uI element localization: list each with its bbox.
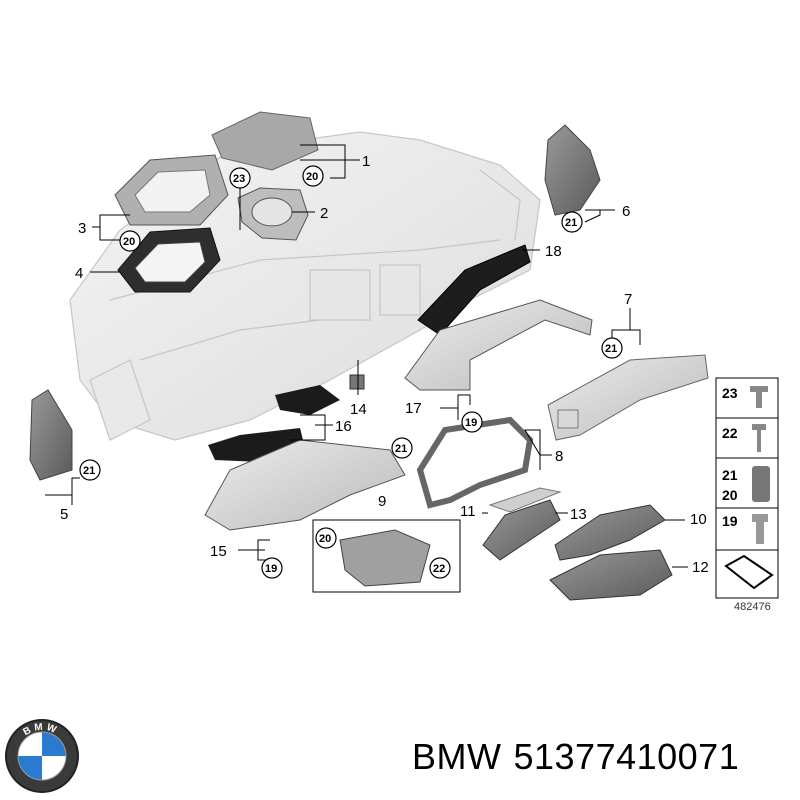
- callout-9: 9: [378, 493, 386, 510]
- callout-12: 12: [692, 559, 709, 576]
- part-caption: BMW 51377410071: [412, 736, 751, 778]
- callout-1: 1: [362, 153, 370, 170]
- callout-11: 11: [460, 503, 476, 520]
- clip-19-icon: [752, 514, 768, 544]
- part-17-bracket: [404, 299, 593, 391]
- bubble-15-19: 19: [265, 563, 277, 575]
- bubble-8-21: 21: [395, 443, 407, 455]
- part-15-lower-bracket: [204, 439, 406, 531]
- bubble-2-23: 23: [233, 173, 245, 185]
- part-9-box: [312, 519, 461, 593]
- part-11-strip: [488, 487, 562, 513]
- bubble-7-21: 21: [605, 343, 617, 355]
- callout-8: 8: [555, 448, 563, 465]
- bubbles: [79, 165, 623, 579]
- bubble-9-22: 22: [433, 563, 445, 575]
- callout-15: 15: [210, 543, 227, 560]
- tape-icon: [724, 554, 774, 590]
- legend-21: 21: [722, 467, 738, 483]
- callout-2: 2: [320, 205, 328, 222]
- caption-brand: BMW: [412, 736, 502, 777]
- part-4-display-frame: [117, 227, 221, 293]
- reference-number: 482476: [734, 601, 771, 613]
- clip-21-icon: [752, 466, 770, 502]
- bubble-9-20: 20: [319, 533, 331, 545]
- callout-17: 17: [405, 400, 422, 417]
- fastener-legend: [715, 377, 779, 599]
- legend-20: 20: [722, 487, 738, 503]
- part-3-frame: [114, 154, 229, 226]
- callout-16: 16: [335, 418, 352, 435]
- legend-23: 23: [722, 385, 738, 401]
- part-14-clip: [349, 374, 365, 390]
- bubble-6-21: 21: [565, 217, 577, 229]
- part-1-cover: [211, 111, 319, 171]
- part-8-instrument-surround: [416, 416, 534, 509]
- legend-19: 19: [722, 513, 738, 529]
- part-7-trim-strip: [547, 354, 709, 441]
- bubble-17-19: 19: [465, 417, 477, 429]
- callout-6: 6: [622, 203, 630, 220]
- bmw-logo-icon: BMW: [5, 719, 79, 793]
- callout-5: 5: [60, 506, 68, 523]
- callout-10: 10: [690, 511, 707, 528]
- part-5-side-trim: [29, 389, 73, 481]
- part-9-glove-box: [339, 529, 431, 587]
- legend-22: 22: [722, 425, 738, 441]
- bubble-1-20: 20: [306, 171, 318, 183]
- callout-7: 7: [624, 291, 632, 308]
- callout-18: 18: [545, 243, 562, 260]
- part-12-column-lower: [549, 549, 673, 601]
- callout-13: 13: [570, 506, 587, 523]
- callout-4: 4: [75, 265, 83, 282]
- bubble-5-21: 21: [83, 465, 95, 477]
- part-10-column-trim: [554, 504, 666, 561]
- callout-14: 14: [350, 401, 367, 418]
- leader-lines: [45, 144, 688, 568]
- bubble-3-20: 20: [123, 236, 135, 248]
- part-2-trim: [237, 187, 309, 241]
- part-6-side-trim: [544, 124, 601, 216]
- caption-part-number: 51377410071: [513, 736, 740, 777]
- screw-23-icon: [750, 386, 768, 408]
- callout-3: 3: [78, 220, 86, 237]
- screw-22-icon: [752, 424, 766, 452]
- part-13-lower-trim: [482, 499, 561, 561]
